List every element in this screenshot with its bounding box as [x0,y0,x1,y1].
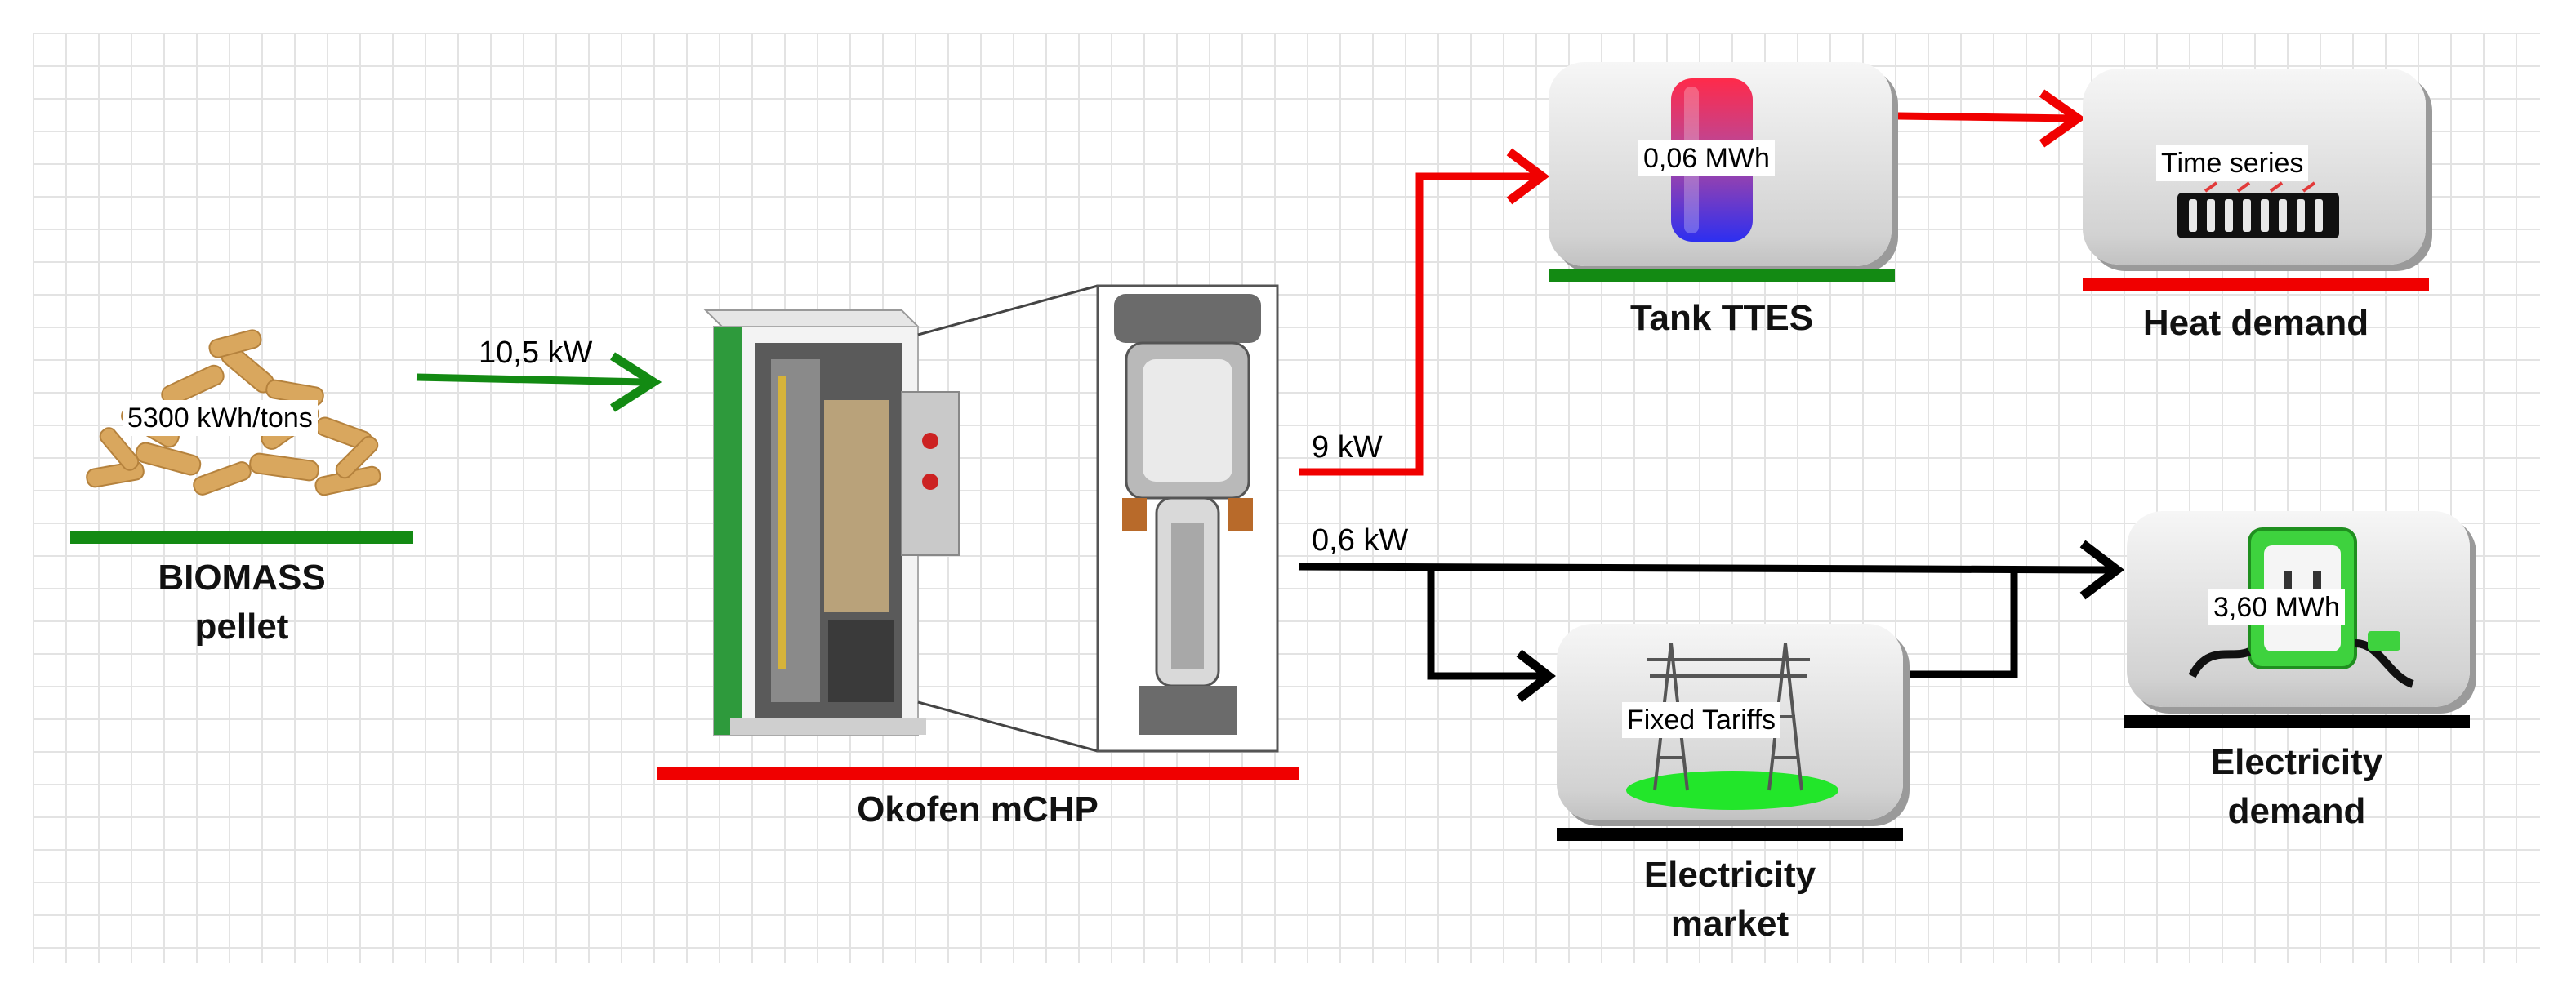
market-title-line2: market [1670,904,1789,944]
heat-demand-series-label: Time series [2156,145,2309,181]
tank-node-title: Tank TTES [1629,298,1814,338]
market-node-title: Electricity market [1557,851,1903,949]
biomass-energy-label: 5300 kWh/tons [123,400,318,436]
tank-node-box[interactable]: 0,06 MWh [1549,62,1892,266]
market-title-line1: Electricity [1643,855,1816,895]
fuel-flow-arrow [416,352,662,412]
electricity-demand-title-line2: demand [2227,791,2366,831]
chp-node-title: Okofen mCHP [857,789,1099,829]
biomass-node-title: BIOMASS pellet [70,554,413,651]
heat-demand-node-bar [2083,278,2429,291]
electricity-demand-node-title: Electricity demand [2124,738,2470,836]
tank-capacity-label: 0,06 MWh [1638,140,1775,176]
fuel-flow-label: 10,5 kW [479,336,593,370]
electricity-demand-title-line1: Electricity [2210,742,2383,782]
market-node-box[interactable]: Fixed Tariffs [1557,624,1903,820]
heat-flow-arrow [1299,148,1550,476]
tank-to-heat-demand-arrow [1897,89,2086,148]
electricity-to-market-arrow [1427,567,1556,703]
market-node-bar [1557,828,1903,841]
biomass-title-line2: pellet [194,607,289,647]
chp-boiler-cutaway-icon [703,284,1279,753]
electricity-demand-node-bar [2124,715,2470,728]
biomass-title-line1: BIOMASS [158,558,326,598]
market-tariff-label: Fixed Tariffs [1622,702,1781,738]
electricity-demand-node-box[interactable]: 3,60 MWh [2127,511,2470,707]
tank-node-bar [1549,269,1895,282]
heat-demand-node-box[interactable]: Time series [2083,69,2426,265]
heat-demand-node-title: Heat demand [2142,303,2369,343]
chp-node-bar [657,767,1299,780]
radiator-icon [2177,181,2339,238]
biomass-node-bar [70,531,413,544]
electricity-flow-label: 0,6 kW [1312,523,1409,558]
electricity-flow-arrow [1298,540,2125,600]
market-return-line [1903,568,2018,678]
electricity-demand-label: 3,60 MWh [2208,589,2345,625]
heat-flow-label: 9 kW [1312,430,1383,465]
